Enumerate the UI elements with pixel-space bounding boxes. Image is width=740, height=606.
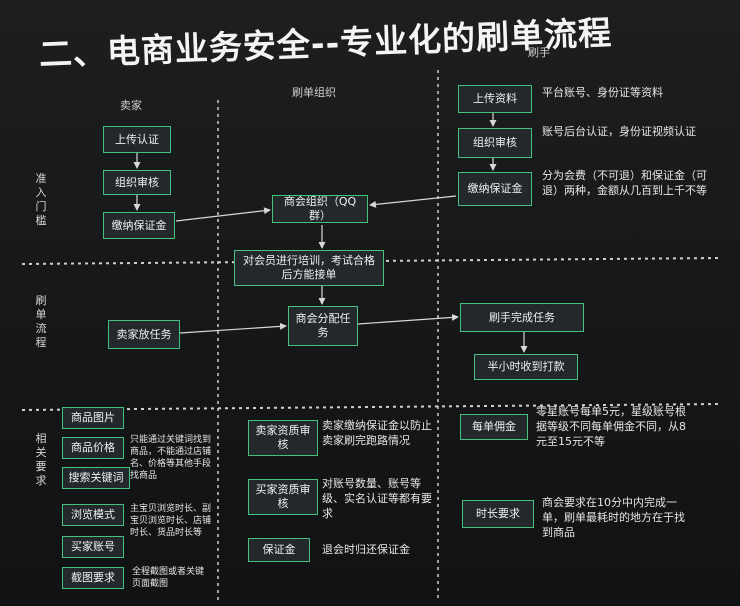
training-box: 对会员进行培训，考试合格后方能接单 — [234, 250, 384, 286]
arrow-clicker-to-group — [369, 195, 457, 208]
clicker-org-review-note: 账号后台认证，身份证视频认证 — [542, 125, 696, 138]
duration-note: 商会要求在10分中内完成一单，刷单最耗时的地方在于找到商品 — [542, 496, 685, 539]
arrow-post-to-assign — [179, 322, 287, 334]
receive-payment-box: 半小时收到打款 — [474, 354, 578, 380]
assign-task-box: 商会分配任务 — [288, 306, 358, 346]
arrow-assign-to-complete — [357, 313, 459, 325]
clicker-pay-fee-note: 分为会费（不可退）和保证金（可退）两种，金额从几百到上千不等 — [542, 169, 707, 197]
clicker-pay-fee-box: 缴纳保证金 — [458, 172, 532, 206]
duration-box: 时长要求 — [462, 500, 534, 528]
chamber-group-box: 商会组织（QQ群） — [272, 195, 368, 223]
req-product-price-box: 商品价格 — [62, 437, 124, 459]
req-buyer-account-box: 买家账号 — [62, 536, 124, 558]
req-product-image-box: 商品图片 — [62, 407, 124, 429]
commission-note: 零星账号每单5元，星级账号根据等级不同每单佣金不同，从8元至15元不等 — [536, 405, 686, 448]
column-header-seller: 卖家 — [120, 99, 142, 112]
clicker-upload-info-box: 上传资料 — [458, 85, 532, 113]
req-price-note: 只能通过关键词找到商品，不能通过店铺名、价格等其他手段找商品 — [130, 435, 212, 481]
seller-pay-deposit-box: 缴纳保证金 — [103, 212, 175, 239]
req-screenshot-note: 全程截图或者关键页面截图 — [132, 567, 205, 589]
row-label-requirements: 相关要求 — [35, 432, 47, 487]
seller-org-review-box: 组织审核 — [103, 170, 171, 195]
clicker-upload-info-note: 平台账号、身份证等资料 — [542, 86, 663, 99]
row-label-process: 刷单流程 — [35, 294, 47, 349]
column-header-clicker: 刷手 — [528, 46, 550, 59]
req-browse-note: 主宝贝浏览时长、副宝贝浏览时长、店铺时长、货品时长等 — [130, 504, 212, 538]
column-header-organizer: 刷单组织 — [292, 86, 336, 99]
clicker-org-review-box: 组织审核 — [458, 128, 532, 158]
row-divider-1 — [21, 257, 721, 265]
seller-post-task-box: 卖家放任务 — [108, 320, 180, 349]
row-divider-2 — [21, 403, 721, 411]
row-label-access: 准入门槛 — [35, 172, 47, 227]
deposit-note: 退会时归还保证金 — [322, 543, 410, 556]
commission-box: 每单佣金 — [460, 414, 528, 440]
seller-review-note: 卖家缴纳保证金以防止卖家刷完跑路情况 — [322, 419, 432, 447]
seller-review-box: 卖家资质审核 — [248, 420, 318, 456]
req-screenshot-box: 截图要求 — [62, 567, 124, 589]
arrow-seller-to-group — [175, 207, 271, 222]
complete-task-box: 刷手完成任务 — [460, 303, 584, 332]
req-browse-mode-box: 浏览模式 — [62, 504, 124, 526]
deposit-box: 保证金 — [248, 538, 310, 562]
req-search-keyword-box: 搜索关键词 — [62, 467, 130, 489]
seller-upload-cert-box: 上传认证 — [103, 126, 171, 153]
buyer-review-note: 对账号数量、账号等级、实名认证等都有要求 — [322, 477, 432, 520]
buyer-review-box: 买家资质审核 — [248, 479, 318, 515]
